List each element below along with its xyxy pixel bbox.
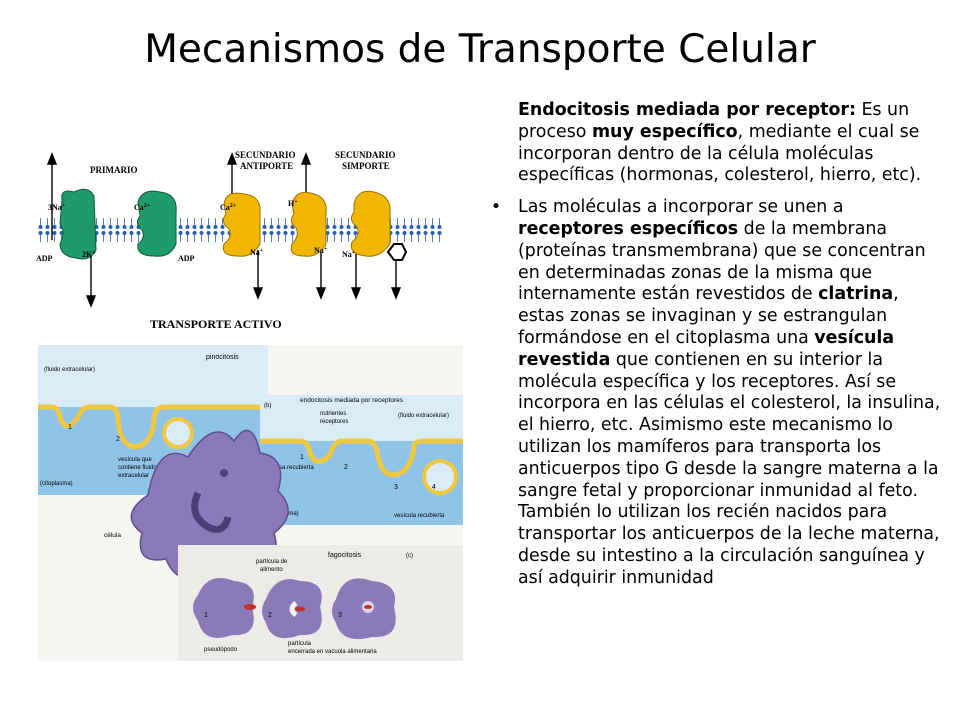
amoeba-cell [130, 429, 289, 582]
text-column: Endocitosis mediada por receptor: Es un … [486, 100, 946, 590]
svg-text:fagocitosis: fagocitosis [328, 552, 362, 559]
ion-na-1: Na+ [250, 248, 264, 257]
ion-na-2: Na+ [314, 246, 328, 255]
pump-na-k [59, 188, 97, 260]
label-sec-sim-2: SIMPORTE [342, 161, 390, 171]
svg-text:1: 1 [204, 612, 208, 619]
active-transport-figure: PRIMARIO SECUNDARIO ANTIPORTE SECUNDARIO… [36, 150, 443, 331]
ion-ca-2: Ca2+ [220, 203, 237, 212]
pump-ca-primary [136, 190, 177, 257]
svg-text:vesícula recubierta: vesícula recubierta [394, 513, 445, 519]
svg-text:(c): (c) [406, 553, 413, 559]
svg-text:pseudópodo: pseudópodo [204, 647, 238, 653]
bullet-item: • Las moléculas a incorporar se unen a r… [486, 197, 946, 589]
svg-text:(fluido extracelular): (fluido extracelular) [398, 413, 449, 419]
ion-3na: 3Na+ [48, 203, 66, 212]
slide-title: Mecanismos de Transporte Celular [144, 27, 816, 72]
svg-text:3: 3 [338, 612, 342, 619]
panel-fagocitosis: fagocitosis (c) partícula de alimento 1 … [178, 545, 463, 661]
pump-ca-antiport [222, 192, 261, 257]
svg-text:(fluido extracelular): (fluido extracelular) [44, 367, 95, 373]
intro-term: Endocitosis mediada por receptor: [518, 100, 856, 120]
label-sec-anti-2: ANTIPORTE [240, 161, 293, 171]
panel-receptor-mediated: (b) endocitosis mediada por receptores n… [260, 395, 463, 525]
svg-text:alimento: alimento [260, 567, 283, 573]
pump-h-antiport [290, 191, 327, 257]
ion-na-3: Na+ [342, 250, 356, 259]
svg-text:(b): (b) [264, 403, 271, 409]
svg-text:célula: célula [104, 532, 121, 539]
label-adp-2: ADP [178, 254, 195, 263]
label-sec-anti-1: SECUNDARIO [235, 150, 296, 160]
svg-text:vesícula que: vesícula que [118, 457, 152, 463]
svg-text:endocitosis mediada por recept: endocitosis mediada por receptores [300, 397, 404, 404]
svg-text:partícula: partícula [288, 641, 312, 647]
svg-text:2: 2 [116, 436, 120, 443]
svg-text:contiene fluido: contiene fluido [118, 465, 157, 471]
svg-text:(citoplasma): (citoplasma) [40, 481, 73, 487]
svg-text:2: 2 [344, 464, 348, 471]
endocytosis-figure: pinocitosis (fluido extracelular) 1 2 ve… [38, 345, 463, 661]
pump-symport [350, 190, 391, 257]
bullet-symbol: • [490, 197, 502, 218]
svg-text:extracelular: extracelular [118, 473, 149, 479]
svg-text:pinocitosis: pinocitosis [206, 354, 239, 361]
svg-text:1: 1 [68, 424, 72, 431]
svg-text:1: 1 [300, 454, 304, 461]
label-primario: PRIMARIO [90, 165, 138, 175]
ion-ca-1: Ca2+ [134, 203, 151, 212]
svg-text:2: 2 [268, 612, 272, 619]
symport-molecule-icon [386, 243, 408, 261]
label-adp-1: ADP [36, 254, 53, 263]
svg-text:fosa recubierta: fosa recubierta [274, 465, 314, 471]
svg-text:nutrientes: nutrientes [320, 411, 346, 417]
svg-text:3: 3 [394, 484, 398, 491]
label-sec-sim-1: SECUNDARIO [335, 150, 396, 160]
bullet-paragraph: Las moléculas a incorporar se unen a rec… [518, 197, 941, 588]
svg-text:partícula de: partícula de [256, 559, 288, 565]
ion-2k: 2K+ [82, 250, 96, 259]
svg-text:4: 4 [432, 484, 436, 491]
svg-text:encerrada en vacuola alimentar: encerrada en vacuola alimentaria [288, 649, 377, 655]
svg-text:receptores: receptores [320, 419, 348, 425]
figure-caption: TRANSPORTE ACTIVO [150, 317, 282, 331]
intro-paragraph: Endocitosis mediada por receptor: Es un … [518, 100, 922, 186]
ion-h: H+ [288, 199, 298, 208]
